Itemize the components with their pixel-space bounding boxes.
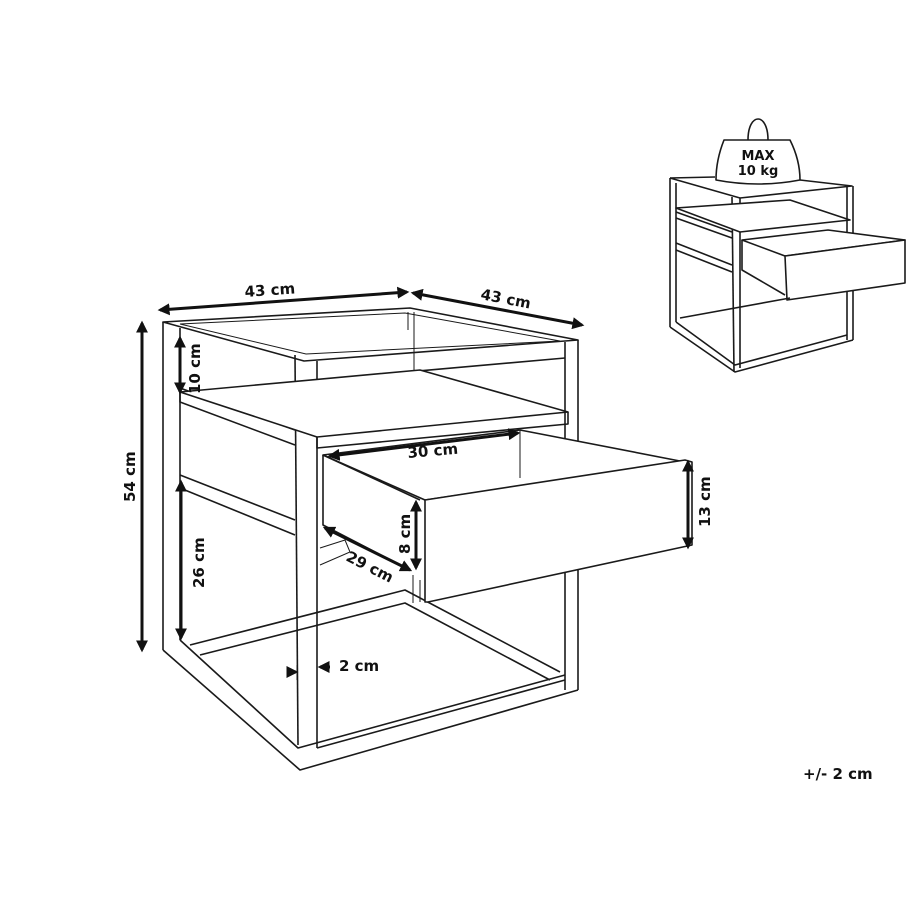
inset-weight-drawing: MAX 10 kg — [669, 118, 906, 373]
dim-height-label: 54 cm — [121, 451, 139, 502]
dim-drawer-height-label: 8 cm — [396, 514, 414, 554]
dim-drawer-depth-label: 29 cm — [343, 548, 396, 587]
main-table-drawing — [162, 307, 693, 771]
dim-lower-gap-label: 26 cm — [190, 537, 208, 588]
dim-width-label: 43 cm — [244, 280, 296, 301]
dim-front-height-label: 13 cm — [696, 476, 714, 527]
weight-max-label: MAX — [741, 149, 774, 164]
dimension-lines: 43 cm 43 cm 54 cm 10 cm 26 cm 30 cm 29 c… — [121, 280, 714, 680]
dim-top-gap-label: 10 cm — [186, 343, 204, 394]
weight-value-label: 10 kg — [738, 164, 779, 179]
dim-drawer-width-label: 30 cm — [407, 440, 459, 462]
dim-frame-thickness-label: 2 cm — [339, 657, 379, 675]
tolerance-label: +/- 2 cm — [803, 765, 873, 783]
weight-icon: MAX 10 kg — [715, 118, 801, 185]
